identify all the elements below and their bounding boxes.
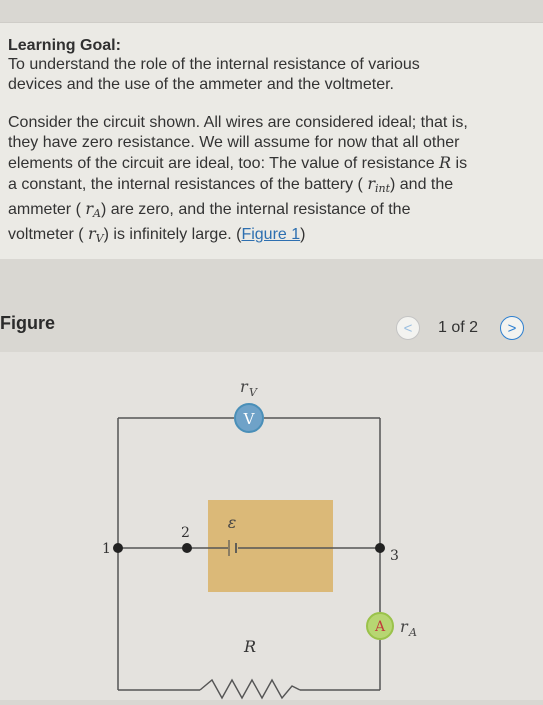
text-fragment: is [451, 155, 468, 172]
emf-label: ε [228, 513, 237, 532]
node-2 [182, 543, 192, 553]
text-fragment: a constant, the internal resistances of … [8, 176, 368, 193]
problem-line: they have zero resistance. We will assum… [8, 134, 460, 151]
r-v-symbol: r [88, 224, 96, 243]
text-fragment: ammeter ( [8, 201, 86, 218]
text-fragment: elements of the circuit are ideal, too: … [8, 155, 440, 172]
text-fragment: ) is infinitely large. ( [103, 226, 242, 243]
voltmeter-resistance-subscript: V [249, 386, 258, 399]
chevron-right-icon: > [507, 319, 517, 337]
problem-line: a constant, the internal resistances of … [8, 174, 534, 199]
figure-title: Figure [0, 313, 56, 333]
problem-line: voltmeter ( rV) is infinitely large. (Fi… [8, 224, 534, 249]
voltmeter [234, 403, 264, 433]
node-3-label: 3 [390, 548, 399, 564]
learning-goal-line: To understand the role of the internal r… [8, 56, 420, 73]
next-figure-button[interactable]: > [500, 316, 524, 340]
resistor-label: R [243, 637, 256, 656]
circuit-diagram: V r V A r A ε R 1 2 3 [102, 377, 417, 700]
r-a-subscript: A [93, 207, 101, 220]
previous-figure-button[interactable]: < [396, 316, 420, 340]
r-int-symbol: r [367, 174, 375, 193]
resistor [199, 678, 301, 700]
learning-goal-line: devices and the use of the ammeter and t… [8, 76, 394, 93]
ammeter-symbol: A [374, 619, 386, 635]
voltmeter-symbol: V [243, 410, 256, 428]
learning-goal-title: Learning Goal: [8, 37, 121, 54]
text-fragment: ) [300, 226, 306, 243]
r-int-subscript: int [374, 182, 390, 195]
figure-canvas: V r V A r A ε R 1 2 3 [0, 352, 543, 700]
figure-1-link[interactable]: Figure 1 [241, 226, 301, 243]
learning-goal-panel: Learning Goal: To understand the role of… [0, 22, 543, 259]
ammeter-resistance-label: r [400, 617, 409, 636]
voltmeter-resistance-label: r [240, 377, 249, 396]
node-1-label: 1 [102, 541, 111, 557]
ammeter [366, 612, 394, 640]
problem-line: ammeter ( rA) are zero, and the internal… [8, 199, 534, 224]
node-1 [113, 543, 123, 553]
problem-line: elements of the circuit are ideal, too: … [8, 153, 534, 174]
figure-header: Figure < 1 of 2 > [0, 302, 543, 352]
r-a-symbol: r [85, 199, 93, 218]
chevron-left-icon: < [403, 319, 413, 337]
problem-text: Consider the circuit shown. All wires ar… [8, 113, 534, 249]
resistance-symbol: R [439, 153, 452, 172]
circuit-wires [117, 417, 381, 691]
text-fragment: voltmeter ( [8, 226, 89, 243]
r-v-subscript: V [95, 232, 104, 245]
node-2-label: 2 [181, 525, 190, 541]
figure-counter: 1 of 2 [438, 319, 479, 336]
node-3 [375, 543, 385, 553]
text-fragment: ) are zero, and the internal resistance … [100, 201, 411, 218]
problem-line: Consider the circuit shown. All wires ar… [8, 114, 468, 131]
learning-goal-text: To understand the role of the internal r… [8, 55, 528, 95]
ammeter-resistance-subscript: A [408, 626, 417, 639]
text-fragment: ) and the [390, 176, 454, 193]
